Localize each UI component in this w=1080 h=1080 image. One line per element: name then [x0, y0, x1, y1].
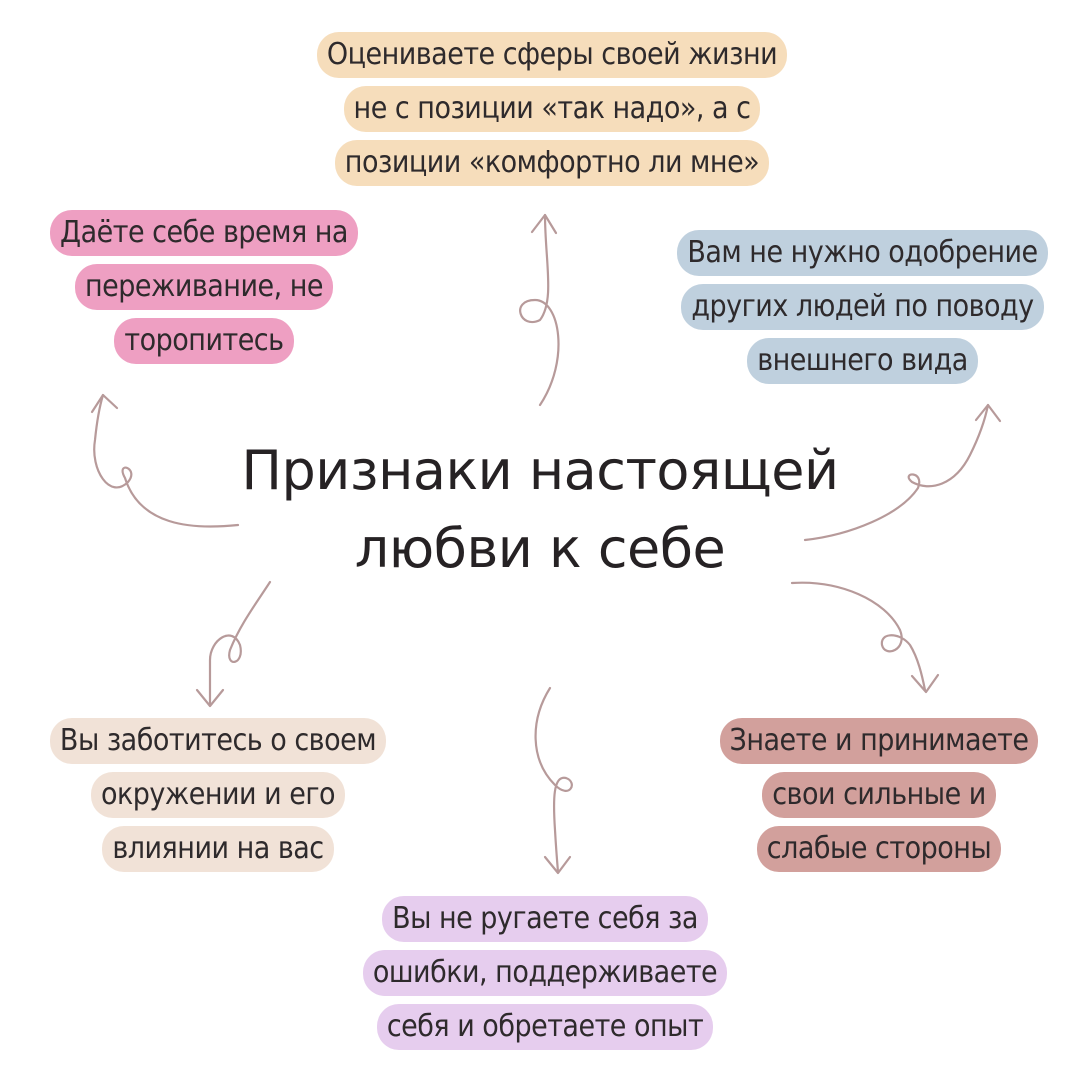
- node-bottom-right-line-3: слабые стороны: [756, 826, 1002, 872]
- node-bottom-line-2: ошибки, поддерживаете: [362, 950, 728, 996]
- node-bottom-left-line-3: влиянии на вас: [102, 826, 334, 872]
- node-top-left-line-2: переживание, не: [74, 264, 333, 310]
- node-bottom-left-line-1: Вы заботитесь о своем: [49, 718, 387, 764]
- arrow-to-bottom-left: [208, 580, 272, 707]
- arrowhead-top: [530, 213, 558, 235]
- node-top-right: Вам не нужно одобрение других людей по п…: [650, 226, 1075, 388]
- arrow-to-top-right: [803, 403, 990, 542]
- node-bottom-left: Вы заботитесь о своем окружении и его вл…: [18, 714, 418, 876]
- node-top-right-line-1: Вам не нужно одобрение: [677, 230, 1048, 276]
- node-top-right-line-3: внешнего вида: [747, 338, 978, 384]
- node-bottom-line-1: Вы не ругаете себя за: [382, 896, 708, 942]
- node-top-left-line-3: торопитесь: [114, 318, 294, 364]
- title-line-2: любви к себе: [354, 517, 726, 580]
- node-bottom-line-3: себя и обретаете опыт: [376, 1004, 714, 1050]
- node-top: Оцениваете сферы своей жизни не с позици…: [272, 28, 832, 190]
- title-line-1: Признаки настоящей: [241, 439, 839, 502]
- arrowhead-top-right: [974, 403, 1002, 423]
- node-top-line-1: Оцениваете сферы своей жизни: [316, 32, 788, 78]
- arrowhead-bottom-left: [195, 688, 225, 708]
- arrow-to-top: [519, 213, 560, 407]
- arrowhead-bottom: [543, 855, 572, 875]
- node-top-left-line-1: Даёте себе время на: [50, 210, 358, 256]
- node-bottom-right-line-1: Знаете и принимаете: [719, 718, 1039, 764]
- node-top-left: Даёте себе время на переживание, не торо…: [14, 206, 394, 368]
- arrow-to-top-left: [93, 393, 240, 528]
- diagram-title: Признаки настоящей любви к себе: [140, 432, 940, 588]
- node-top-line-3: позиции «комфортно ли мне»: [334, 140, 770, 186]
- node-bottom-left-line-2: окружении и его: [90, 772, 346, 818]
- node-bottom-right: Знаете и принимаете свои сильные и слабы…: [690, 714, 1068, 876]
- arrow-to-bottom: [534, 686, 573, 874]
- arrowhead-top-left: [90, 393, 119, 414]
- node-bottom-right-line-2: свои сильные и: [762, 772, 996, 818]
- node-bottom: Вы не ругаете себя за ошибки, поддержива…: [330, 892, 760, 1054]
- node-top-line-2: не с позиции «так надо», а с: [343, 86, 761, 132]
- arrowhead-bottom-right: [910, 673, 940, 694]
- arrow-to-bottom-right: [790, 581, 927, 692]
- node-top-right-line-2: других людей по поводу: [681, 284, 1044, 330]
